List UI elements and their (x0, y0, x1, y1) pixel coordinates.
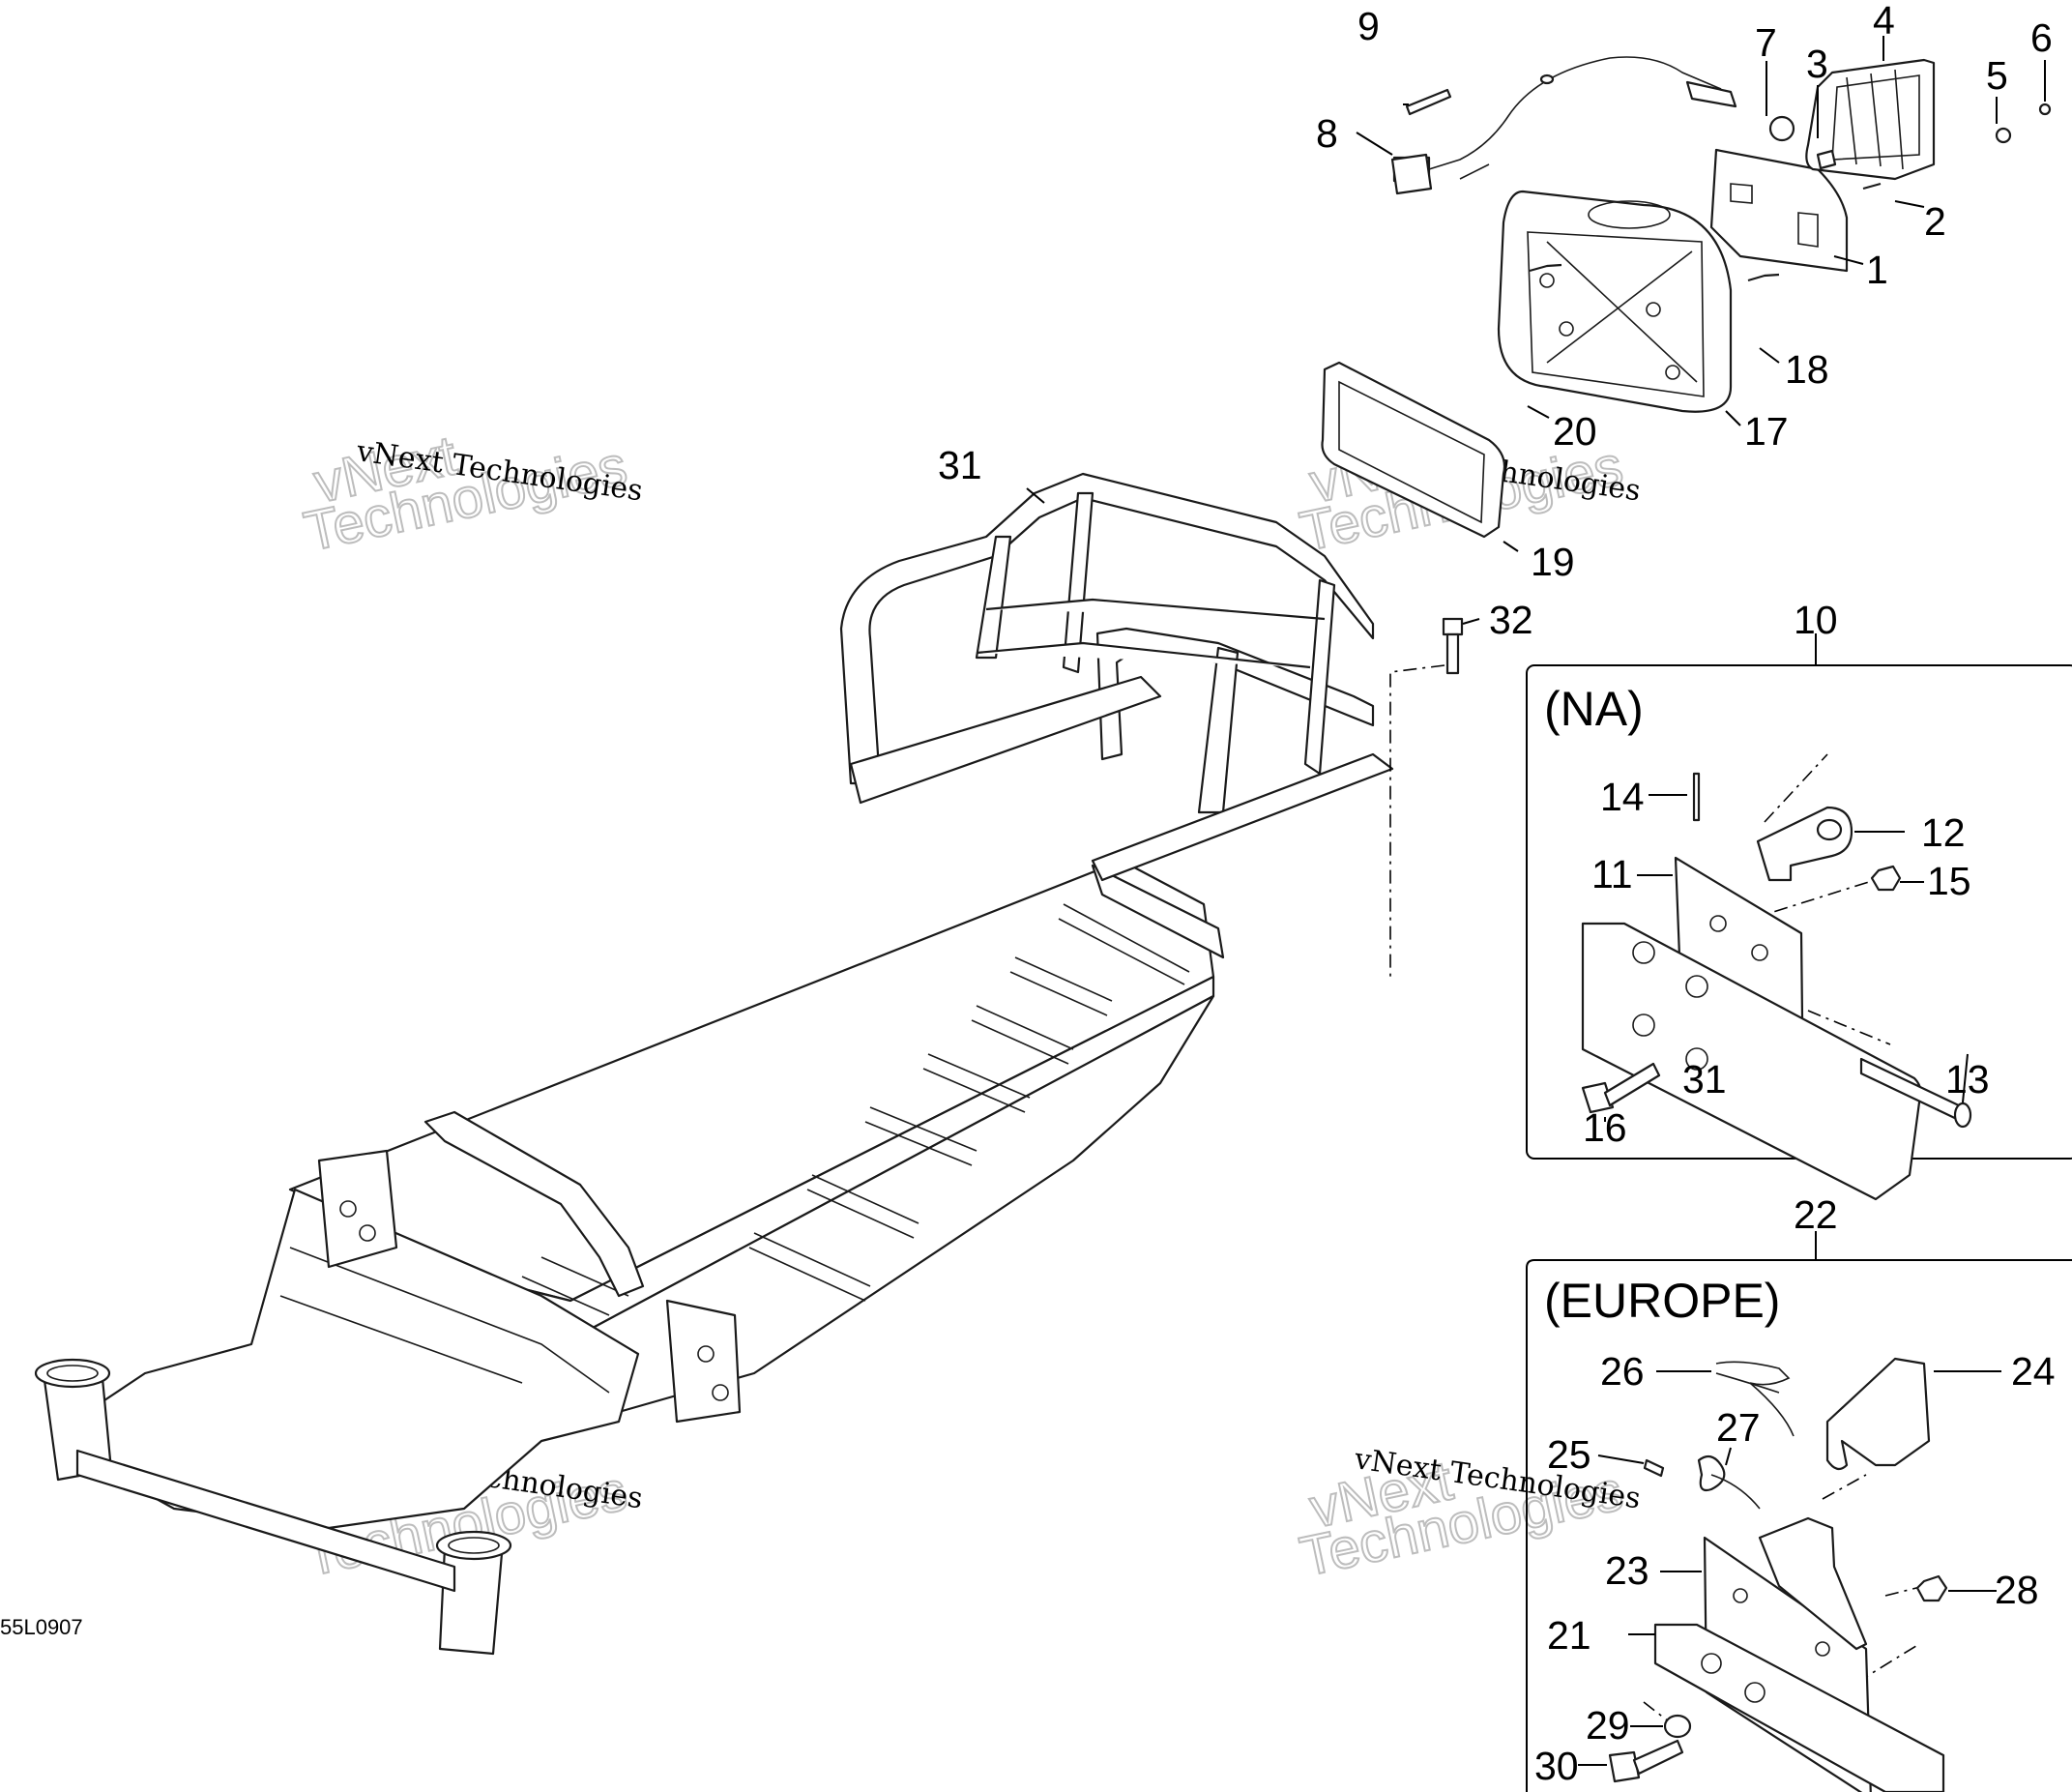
callout-30: 30 (1534, 1744, 1579, 1788)
callout-15: 15 (1927, 859, 1971, 903)
tail-light-lens-4 (1805, 58, 1936, 181)
rear-rail-frame (839, 472, 1394, 882)
watermark-left: vNext Technologies vNext Technologies (298, 423, 645, 564)
callout-17: 17 (1744, 409, 1789, 454)
callout-6: 6 (2030, 15, 2053, 60)
callout-16: 16 (1583, 1105, 1627, 1150)
callout-27: 27 (1716, 1405, 1761, 1450)
callout-3: 3 (1806, 42, 1828, 86)
leader-lines (1026, 36, 2046, 625)
callout-18: 18 (1785, 347, 1829, 392)
callout-9: 9 (1357, 4, 1380, 48)
europe-panel-frame (1526, 1259, 2072, 1792)
callout-28: 28 (1995, 1568, 2039, 1612)
small-fasteners (1529, 103, 2052, 282)
na-bracket-panel (1526, 633, 2072, 1201)
tail-light-housing-17 (1497, 190, 1733, 413)
callout-32: 32 (1489, 598, 1533, 642)
callout-13: 13 (1945, 1057, 1990, 1102)
callout-4: 4 (1873, 0, 1895, 43)
callout-2: 2 (1924, 199, 1946, 244)
callout-20: 20 (1553, 409, 1597, 454)
callout-5: 5 (1986, 53, 2008, 98)
tail-light-base-1 (1709, 148, 1849, 273)
callout-31-frame: 31 (938, 443, 982, 487)
europe-bracket-panel (1526, 1231, 2072, 1792)
bolt-32 (1442, 617, 1464, 675)
drawing-code: 55L0907 (0, 1615, 83, 1639)
deck-slots (502, 903, 1190, 1340)
callout-14: 14 (1600, 775, 1645, 819)
sled-frame (34, 859, 1225, 1656)
callout-25: 25 (1547, 1432, 1591, 1477)
callout-29: 29 (1586, 1703, 1630, 1748)
connector-8 (1390, 153, 1433, 195)
callout-19: 19 (1531, 540, 1575, 584)
europe-panel-number: 22 (1794, 1192, 1838, 1237)
callout-24: 24 (2011, 1349, 2056, 1394)
terminal-pin-9 (1405, 88, 1452, 116)
callout-12: 12 (1921, 810, 1966, 855)
reflector-19 (1321, 361, 1506, 539)
na-panel-number: 10 (1794, 598, 1838, 642)
callout-7: 7 (1755, 20, 1777, 65)
callout-23: 23 (1605, 1548, 1649, 1593)
na-panel-title: (NA) (1544, 682, 1644, 736)
callout-8: 8 (1316, 111, 1338, 156)
europe-panel-title: (EUROPE) (1544, 1274, 1780, 1328)
callout-21: 21 (1547, 1613, 1591, 1658)
callout-11: 11 (1591, 852, 1633, 896)
callout-26: 26 (1600, 1349, 1645, 1394)
callout-1: 1 (1866, 248, 1888, 292)
callout-31-na: 31 (1682, 1057, 1727, 1102)
